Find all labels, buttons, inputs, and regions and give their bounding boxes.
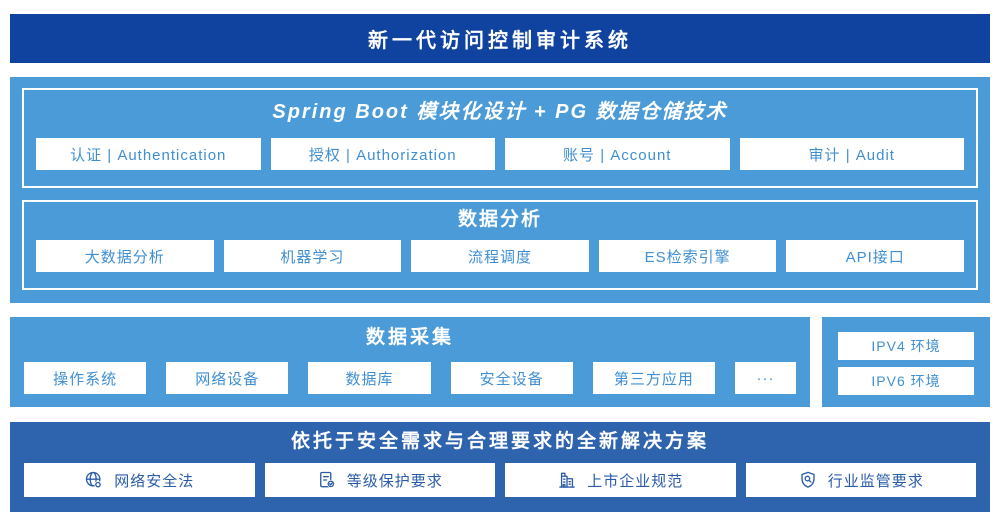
data-analysis-panel: 数据分析 大数据分析 机器学习 流程调度 ES检索引擎 API接口 bbox=[22, 200, 978, 290]
system-title: 新一代访问控制审计系统 bbox=[368, 30, 632, 52]
collection-box-ellipsis: ··· bbox=[734, 362, 797, 394]
solution-section: 依托于安全需求与合理要求的全新解决方案 网络安全法 bbox=[10, 422, 990, 512]
ipv4-box: IPV4 环境 bbox=[838, 332, 974, 360]
solution-box-cybersecurity-law: 网络安全法 bbox=[24, 463, 255, 497]
collection-box-database: 数据库 bbox=[308, 362, 431, 394]
solution-box-label: 上市企业规范 bbox=[587, 472, 684, 490]
data-collection-title: 数据采集 bbox=[365, 327, 454, 348]
solution-box-label: 等级保护要求 bbox=[346, 472, 443, 490]
analysis-box-bigdata: 大数据分析 bbox=[36, 240, 214, 272]
ip-environment-panel: IPV4 环境 IPV6 环境 bbox=[822, 317, 990, 407]
shield-search-icon bbox=[798, 470, 818, 490]
data-collection-section: 数据采集 操作系统 网络设备 数据库 安全设备 第三方应用 ··· bbox=[10, 317, 810, 407]
solution-box-listed-company: 上市企业规范 bbox=[505, 463, 736, 497]
collection-box-row: 操作系统 网络设备 数据库 安全设备 第三方应用 ··· bbox=[10, 362, 810, 394]
data-analysis-title: 数据分析 bbox=[457, 209, 542, 230]
module-box-audit: 审计 | Audit bbox=[739, 138, 964, 170]
collection-box-security-device: 安全设备 bbox=[450, 362, 573, 394]
analysis-box-ml: 机器学习 bbox=[223, 240, 402, 272]
building-icon bbox=[557, 470, 577, 490]
solution-box-label: 网络安全法 bbox=[114, 472, 195, 490]
analysis-box-es: ES检索引擎 bbox=[598, 240, 777, 272]
architecture-section: Spring Boot 模块化设计 + PG 数据仓储技术 认证 | Authe… bbox=[10, 77, 990, 303]
spring-boot-panel-title: Spring Boot 模块化设计 + PG 数据仓储技术 bbox=[272, 101, 728, 123]
globe-icon bbox=[84, 470, 104, 490]
collection-box-thirdparty: 第三方应用 bbox=[592, 362, 715, 394]
analysis-box-workflow: 流程调度 bbox=[411, 240, 589, 272]
module-box-authorization: 授权 | Authorization bbox=[270, 138, 495, 170]
solution-title: 依托于安全需求与合理要求的全新解决方案 bbox=[290, 431, 709, 452]
title-banner: 新一代访问控制审计系统 bbox=[10, 14, 990, 63]
solution-box-industry-regulation: 行业监管要求 bbox=[745, 463, 976, 497]
collection-box-network-device: 网络设备 bbox=[166, 362, 289, 394]
document-check-icon bbox=[317, 470, 337, 490]
solution-box-row: 网络安全法 bbox=[10, 463, 990, 497]
analysis-box-api: API接口 bbox=[786, 240, 964, 272]
solution-box-label: 行业监管要求 bbox=[827, 472, 924, 490]
module-box-authentication: 认证 | Authentication bbox=[36, 138, 261, 170]
solution-box-classified-protection: 等级保护要求 bbox=[264, 463, 495, 497]
module-box-account: 账号 | Account bbox=[505, 138, 730, 170]
spring-boot-panel: Spring Boot 模块化设计 + PG 数据仓储技术 认证 | Authe… bbox=[22, 88, 978, 188]
analysis-box-row: 大数据分析 机器学习 流程调度 ES检索引擎 API接口 bbox=[24, 240, 976, 272]
collection-box-os: 操作系统 bbox=[24, 362, 147, 394]
module-box-row: 认证 | Authentication 授权 | Authorization 账… bbox=[24, 138, 976, 170]
ipv6-box: IPV6 环境 bbox=[838, 367, 974, 395]
